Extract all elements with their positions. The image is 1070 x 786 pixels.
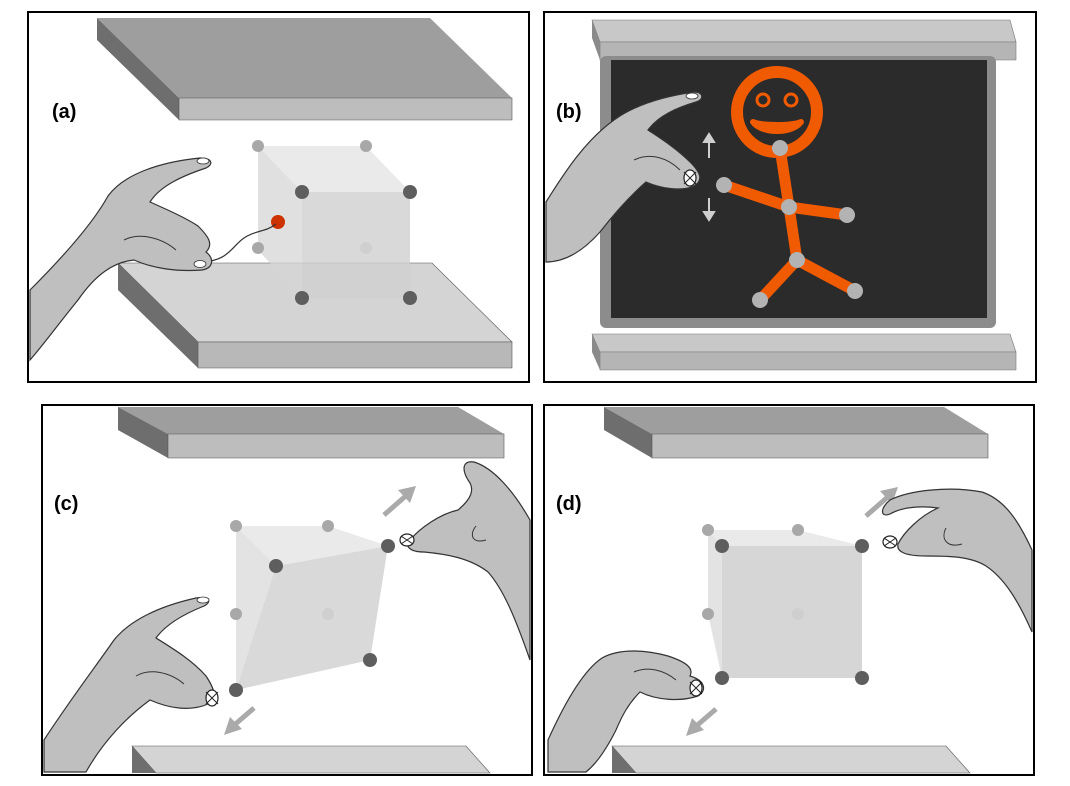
cube-icon bbox=[252, 140, 417, 305]
cube-vertex[interactable] bbox=[381, 539, 395, 553]
bottom-slab bbox=[611, 745, 971, 774]
display-screen bbox=[600, 56, 996, 328]
hand-pinch-icon bbox=[545, 91, 703, 263]
bottom-slab bbox=[591, 333, 1017, 371]
drag-arrow-icon bbox=[686, 707, 718, 736]
cube-vertex[interactable] bbox=[230, 520, 242, 532]
cube-vertex[interactable] bbox=[403, 291, 417, 305]
cube-vertex[interactable] bbox=[792, 524, 804, 536]
cube-vertex[interactable] bbox=[363, 653, 377, 667]
cube-vertex[interactable] bbox=[252, 140, 264, 152]
cube-vertex[interactable] bbox=[269, 559, 283, 573]
hand-pinch-icon bbox=[399, 461, 531, 661]
control-thread bbox=[199, 223, 277, 263]
hand-pinch-icon bbox=[43, 596, 219, 773]
drag-arrow-icon bbox=[224, 706, 256, 735]
cube-vertex[interactable] bbox=[403, 185, 417, 199]
cube-vertex[interactable] bbox=[295, 185, 309, 199]
hand-pinch-icon bbox=[29, 157, 213, 362]
control-point[interactable] bbox=[271, 215, 285, 229]
skeleton-joint[interactable] bbox=[716, 177, 732, 193]
panel-label-a: (a) bbox=[52, 101, 76, 123]
panel-a: (a) bbox=[27, 11, 530, 383]
cube-vertex[interactable] bbox=[855, 539, 869, 553]
panel-label-c: (c) bbox=[54, 493, 78, 515]
cube-vertex[interactable] bbox=[252, 242, 264, 254]
cube-vertex[interactable] bbox=[230, 608, 242, 620]
hand-pinch-icon bbox=[547, 650, 705, 773]
top-slab bbox=[97, 18, 513, 121]
bottom-slab bbox=[117, 262, 513, 369]
skeleton-joint[interactable] bbox=[847, 283, 863, 299]
cube-vertex[interactable] bbox=[715, 539, 729, 553]
cube-icon bbox=[702, 524, 869, 685]
skeleton-joint[interactable] bbox=[772, 140, 788, 156]
cube-vertex[interactable] bbox=[855, 671, 869, 685]
panel-label-d: (d) bbox=[556, 493, 582, 515]
top-slab bbox=[118, 407, 505, 459]
skeleton-joint[interactable] bbox=[839, 207, 855, 223]
arrow-down-icon bbox=[702, 198, 716, 222]
cube-vertex[interactable] bbox=[792, 608, 804, 620]
cube-vertex[interactable] bbox=[702, 524, 714, 536]
cube-vertex[interactable] bbox=[322, 608, 334, 620]
cube-vertex[interactable] bbox=[322, 520, 334, 532]
panel-d: (d) bbox=[543, 404, 1035, 776]
hand-pinch-icon bbox=[881, 488, 1033, 633]
bottom-slab bbox=[131, 745, 491, 774]
skeleton-joint[interactable] bbox=[789, 252, 805, 268]
arrow-up-icon bbox=[702, 132, 716, 158]
top-slab bbox=[604, 407, 989, 459]
panel-c: (c) bbox=[41, 404, 533, 776]
cube-vertex[interactable] bbox=[715, 671, 729, 685]
panel-b: (b) bbox=[543, 11, 1037, 383]
cube-vertex[interactable] bbox=[295, 291, 309, 305]
cube-vertex[interactable] bbox=[702, 608, 714, 620]
drag-arrow-icon bbox=[382, 486, 416, 517]
skeleton-joint[interactable] bbox=[752, 292, 768, 308]
cube-icon bbox=[229, 520, 395, 697]
cube-vertex[interactable] bbox=[360, 140, 372, 152]
panel-label-b: (b) bbox=[556, 101, 582, 123]
stick-figure-icon bbox=[716, 66, 863, 308]
top-slab bbox=[591, 19, 1017, 61]
skeleton-joint[interactable] bbox=[781, 199, 797, 215]
cube-vertex[interactable] bbox=[229, 683, 243, 697]
cube-vertex[interactable] bbox=[360, 242, 372, 254]
